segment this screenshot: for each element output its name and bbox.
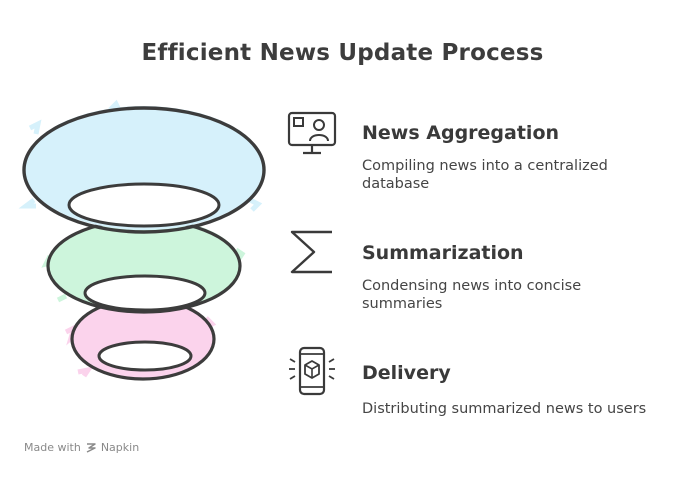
napkin-logo-icon [86,442,96,453]
page-title: Efficient News Update Process [141,40,544,66]
step-title-news-aggregation: News Aggregation [362,122,560,144]
monitor-user-icon [287,111,337,155]
footer-made-with: Made with [24,441,81,454]
step-title-summarization: Summarization [362,242,524,264]
sigma-icon [290,230,332,274]
funnel-tier-delivery [64,297,217,381]
footer-attribution: Made with Napkin [24,441,139,454]
funnel-tier-news-aggregation [18,99,266,234]
step-description-summarization: Condensing news into concise summaries [362,278,582,312]
footer-brand: Napkin [100,441,140,454]
step-description-delivery: Distributing summarized news to users [362,401,647,417]
step-description-news-aggregation: Compiling news into a centralized databa… [362,158,608,192]
phone-package-icon [289,346,335,396]
step-title-delivery: Delivery [362,362,451,384]
